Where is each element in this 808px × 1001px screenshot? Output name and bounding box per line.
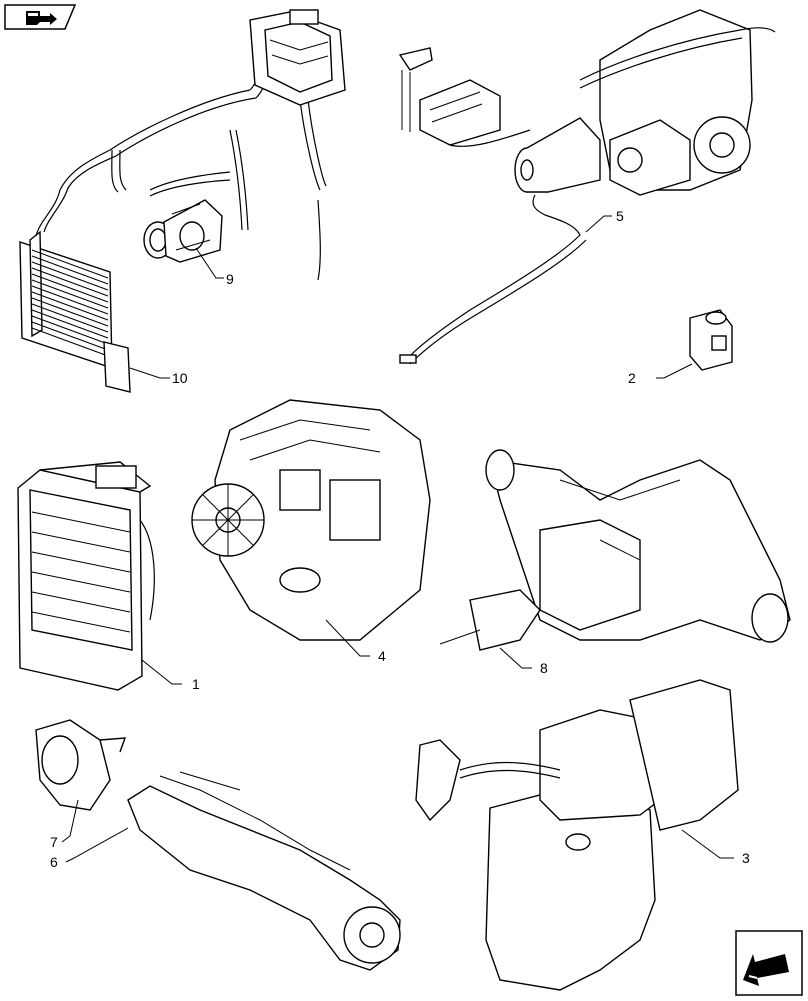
callout-5: 5 (616, 208, 624, 224)
rear-axle-drawing (439, 449, 791, 651)
callout-10: 10 (172, 370, 188, 386)
arrow-back-icon (735, 930, 803, 996)
hvac-unit-drawing (249, 9, 346, 106)
engine-drawing (191, 399, 431, 641)
callout-labels: 1 2 3 4 5 6 7 8 9 10 (50, 208, 750, 870)
ac-system-group (19, 9, 346, 393)
back-nav-button[interactable] (735, 930, 803, 996)
compressor-drawing (143, 199, 223, 263)
top-nav-button[interactable] (4, 4, 77, 30)
leader-lines (61, 215, 734, 863)
ac-hoses-drawing (35, 39, 327, 281)
callout-8: 8 (540, 660, 548, 676)
callout-7: 7 (50, 834, 58, 850)
callout-6: 6 (50, 854, 58, 870)
callout-3: 3 (742, 850, 750, 866)
air-system-group (398, 9, 776, 365)
fluid-reservoir-drawing (689, 309, 733, 371)
radiator-drawing (17, 461, 155, 691)
fuel-tank-drawing (415, 679, 739, 991)
callout-4: 4 (378, 648, 386, 664)
callout-1: 1 (192, 676, 200, 692)
callout-2: 2 (628, 370, 636, 386)
book-arrow-icon (4, 4, 77, 30)
condenser-drawing (19, 230, 131, 393)
front-axle-drawing (35, 719, 401, 971)
callout-9: 9 (226, 271, 234, 287)
